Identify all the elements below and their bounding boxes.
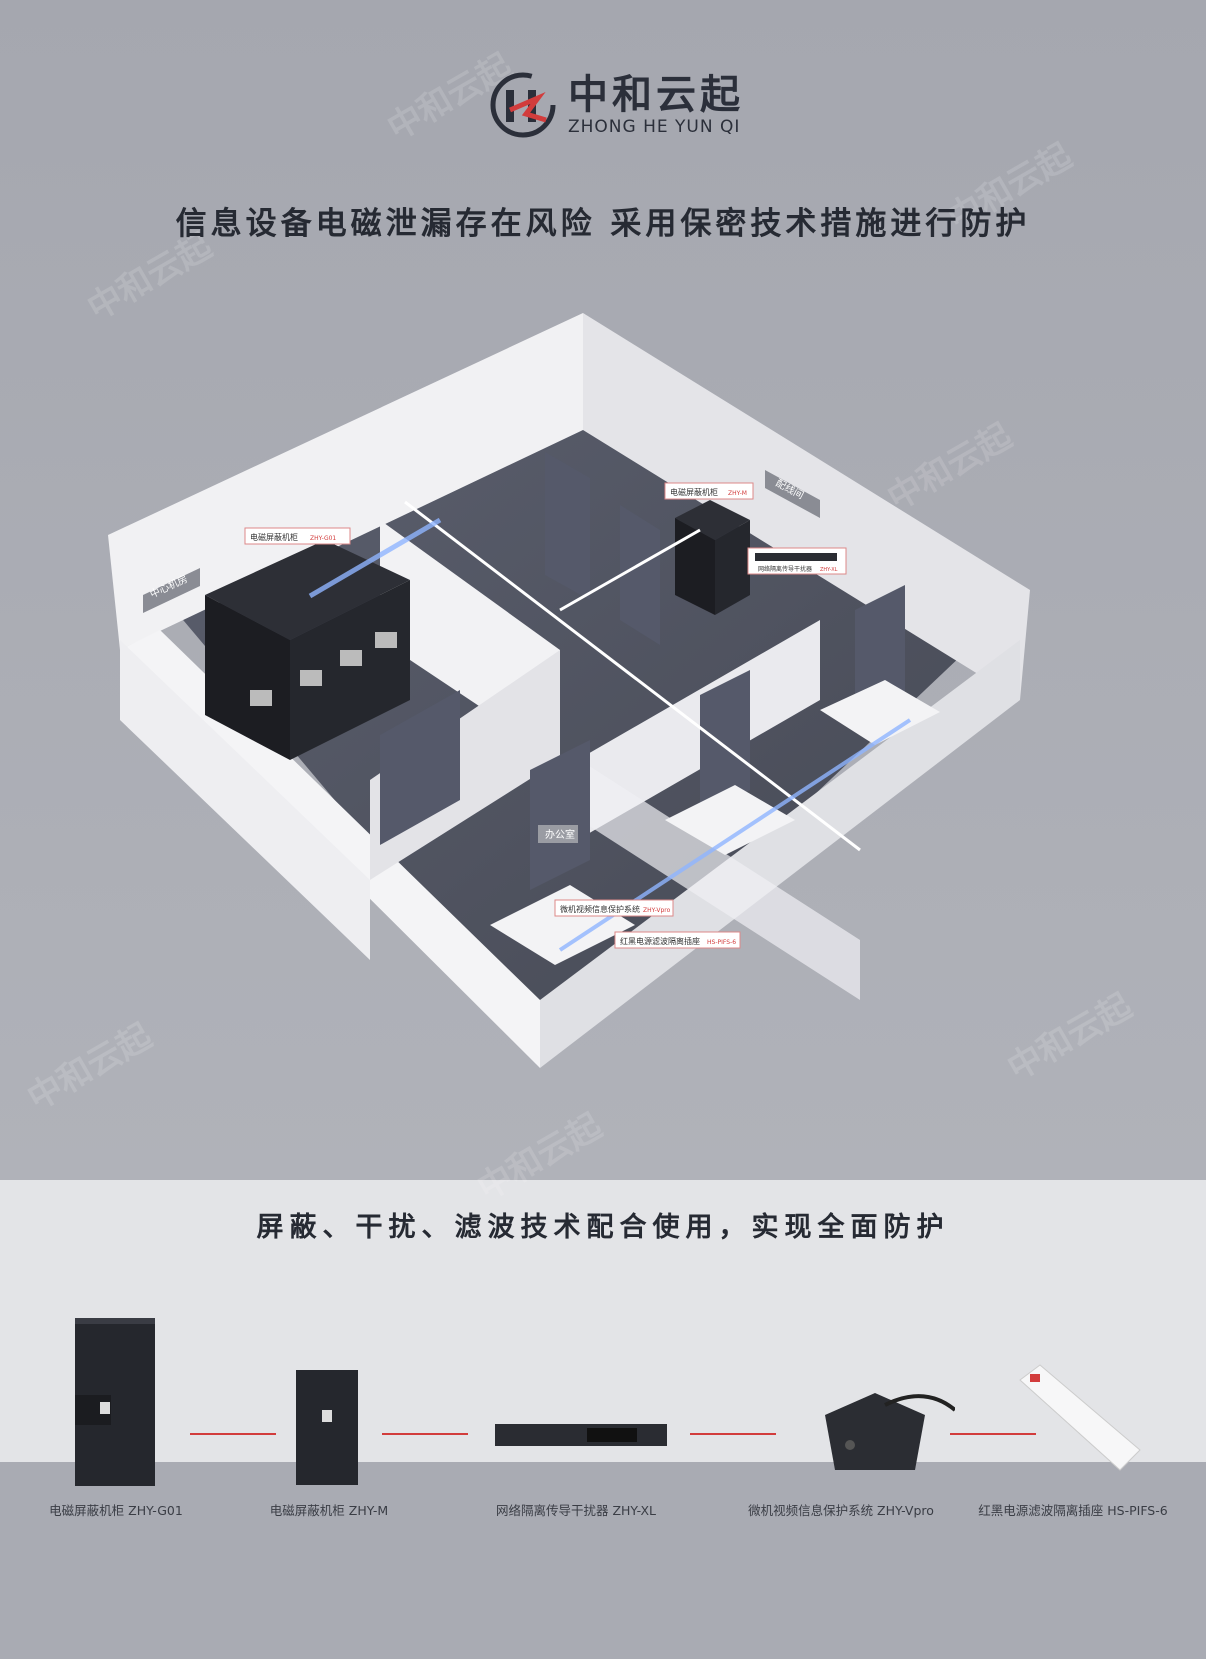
products-title: 屏蔽、干扰、滤波技术配合使用，实现全面防护	[256, 1212, 950, 1243]
door[interactable]	[700, 670, 750, 815]
product-band	[0, 1180, 1206, 1462]
callout-network-jammer: 网络隔离传导干扰器 ZHY-XL	[747, 547, 847, 575]
svg-text:电磁屏蔽机柜: 电磁屏蔽机柜	[670, 487, 718, 497]
connector-line	[950, 1433, 1036, 1435]
product-caption: 红黑电源滤波隔离插座 HS-PIFS-6	[978, 1503, 1168, 1518]
product-caption: 电磁屏蔽机柜 ZHY-G01	[49, 1503, 183, 1518]
callout-cabinet-g01: 电磁屏蔽机柜 ZHY-G01	[244, 527, 351, 545]
svg-text:办公室: 办公室	[545, 828, 575, 841]
bottom-background	[0, 1462, 1206, 1659]
product-image-network-jammer	[495, 1424, 667, 1446]
product-caption: 微机视频信息保护系统 ZHY-Vpro	[748, 1503, 934, 1518]
desk[interactable]	[665, 785, 795, 855]
door[interactable]	[530, 740, 590, 890]
logo-icon	[490, 72, 556, 138]
front-wall-left-face	[120, 640, 370, 960]
product-caption: 电磁屏蔽机柜 ZHY-M	[269, 1503, 389, 1518]
connector-line	[382, 1433, 468, 1435]
floorplan-scene: 中心机房 配线间 办公室 电磁屏蔽机柜 ZHY-G01 电磁屏蔽机柜 ZHY-M…	[108, 313, 1030, 1068]
product-caption: 网络隔离传导干扰器 ZHY-XL	[495, 1503, 657, 1518]
brand-name-en: ZHONG HE YUN QI	[568, 117, 741, 137]
svg-text:ZHY-M: ZHY-M	[728, 490, 747, 497]
svg-text:网络隔离传导干扰器: 网络隔离传导干扰器	[758, 565, 812, 573]
desk[interactable]	[820, 680, 940, 745]
callout-cabinet-m: 电磁屏蔽机柜 ZHY-M	[664, 482, 754, 500]
callout-power-filter: 红黑电源滤波隔离插座 HS-PIFS-6	[614, 931, 741, 949]
brand-name-cn: 中和云起	[568, 72, 744, 118]
shielding-cabinet-m[interactable]	[675, 500, 750, 615]
door[interactable]	[545, 452, 590, 600]
door[interactable]	[620, 505, 660, 645]
svg-text:ZHY-G01: ZHY-G01	[310, 535, 336, 542]
product-image-cabinet-m	[296, 1370, 358, 1485]
product-image-cabinet-g01	[75, 1318, 155, 1486]
product-image-power-filter	[1019, 1364, 1141, 1471]
door[interactable]	[380, 690, 460, 845]
svg-text:微机视频信息保护系统: 微机视频信息保护系统	[560, 904, 640, 914]
callout-video-protection: 微机视频信息保护系统 ZHY-Vpro	[554, 899, 674, 917]
connector-line	[190, 1433, 276, 1435]
svg-text:电磁屏蔽机柜: 电磁屏蔽机柜	[250, 532, 298, 542]
interior-wall	[580, 760, 860, 1000]
headline: 信息设备电磁泄漏存在风险 采用保密技术措施进行防护	[175, 206, 1031, 242]
front-wall-right	[540, 640, 1020, 1068]
room-sign-office: 办公室	[538, 825, 578, 843]
connector-line	[690, 1433, 776, 1435]
svg-text:红黑电源滤波隔离插座: 红黑电源滤波隔离插座	[620, 936, 700, 946]
svg-text:HS-PIFS-6: HS-PIFS-6	[707, 939, 736, 946]
brand-logo: 中和云起 ZHONG HE YUN QI	[488, 70, 744, 140]
svg-text:ZHY-Vpro: ZHY-Vpro	[643, 907, 671, 914]
svg-text:ZHY-XL: ZHY-XL	[820, 567, 838, 573]
product-image-video-protection	[825, 1393, 955, 1470]
back-wall-left	[108, 313, 583, 650]
